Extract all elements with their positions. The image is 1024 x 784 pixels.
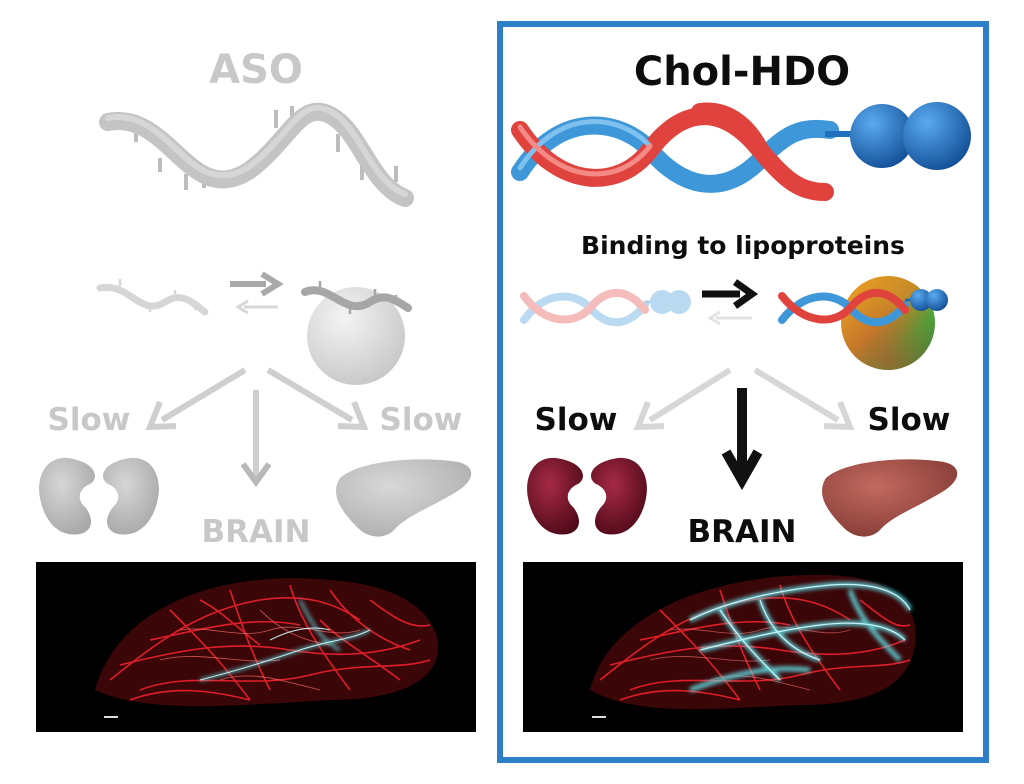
aso-distribution-arrows (145, 367, 369, 488)
hdo-slow-kidney-label: Slow (534, 402, 618, 438)
hdo-lipoprotein-complex (778, 276, 948, 370)
hdo-brain-image (523, 562, 963, 732)
hdo-duplex-free (520, 288, 691, 327)
aso-strand-small (96, 279, 209, 316)
aso-slow-kidney-label: Slow (47, 402, 131, 438)
aso-equilibrium-arrows (230, 271, 284, 315)
aso-title: ASO (209, 47, 303, 93)
aso-protein-complex (301, 281, 412, 385)
aso-liver (336, 459, 472, 537)
hdo-kidneys (527, 457, 647, 535)
hdo-distribution-arrows (633, 367, 855, 491)
highlight-frame (497, 21, 989, 763)
aso-panel (36, 102, 476, 732)
hdo-liver (822, 459, 958, 537)
aso-kidneys (39, 457, 159, 535)
aso-slow-liver-label: Slow (379, 402, 463, 438)
hdo-equilibrium-arrows (702, 279, 759, 326)
aso-strand-large (99, 102, 414, 207)
hdo-brain-label: BRAIN (687, 514, 797, 550)
binding-label: Binding to lipoproteins (581, 231, 905, 260)
hdo-duplex-large (511, 102, 971, 201)
aso-brain-label: BRAIN (201, 514, 311, 550)
aso-brain-image (36, 562, 476, 732)
hdo-panel (497, 21, 989, 763)
chol-hdo-title: Chol-HDO (633, 49, 851, 95)
hdo-slow-liver-label: Slow (867, 402, 951, 438)
